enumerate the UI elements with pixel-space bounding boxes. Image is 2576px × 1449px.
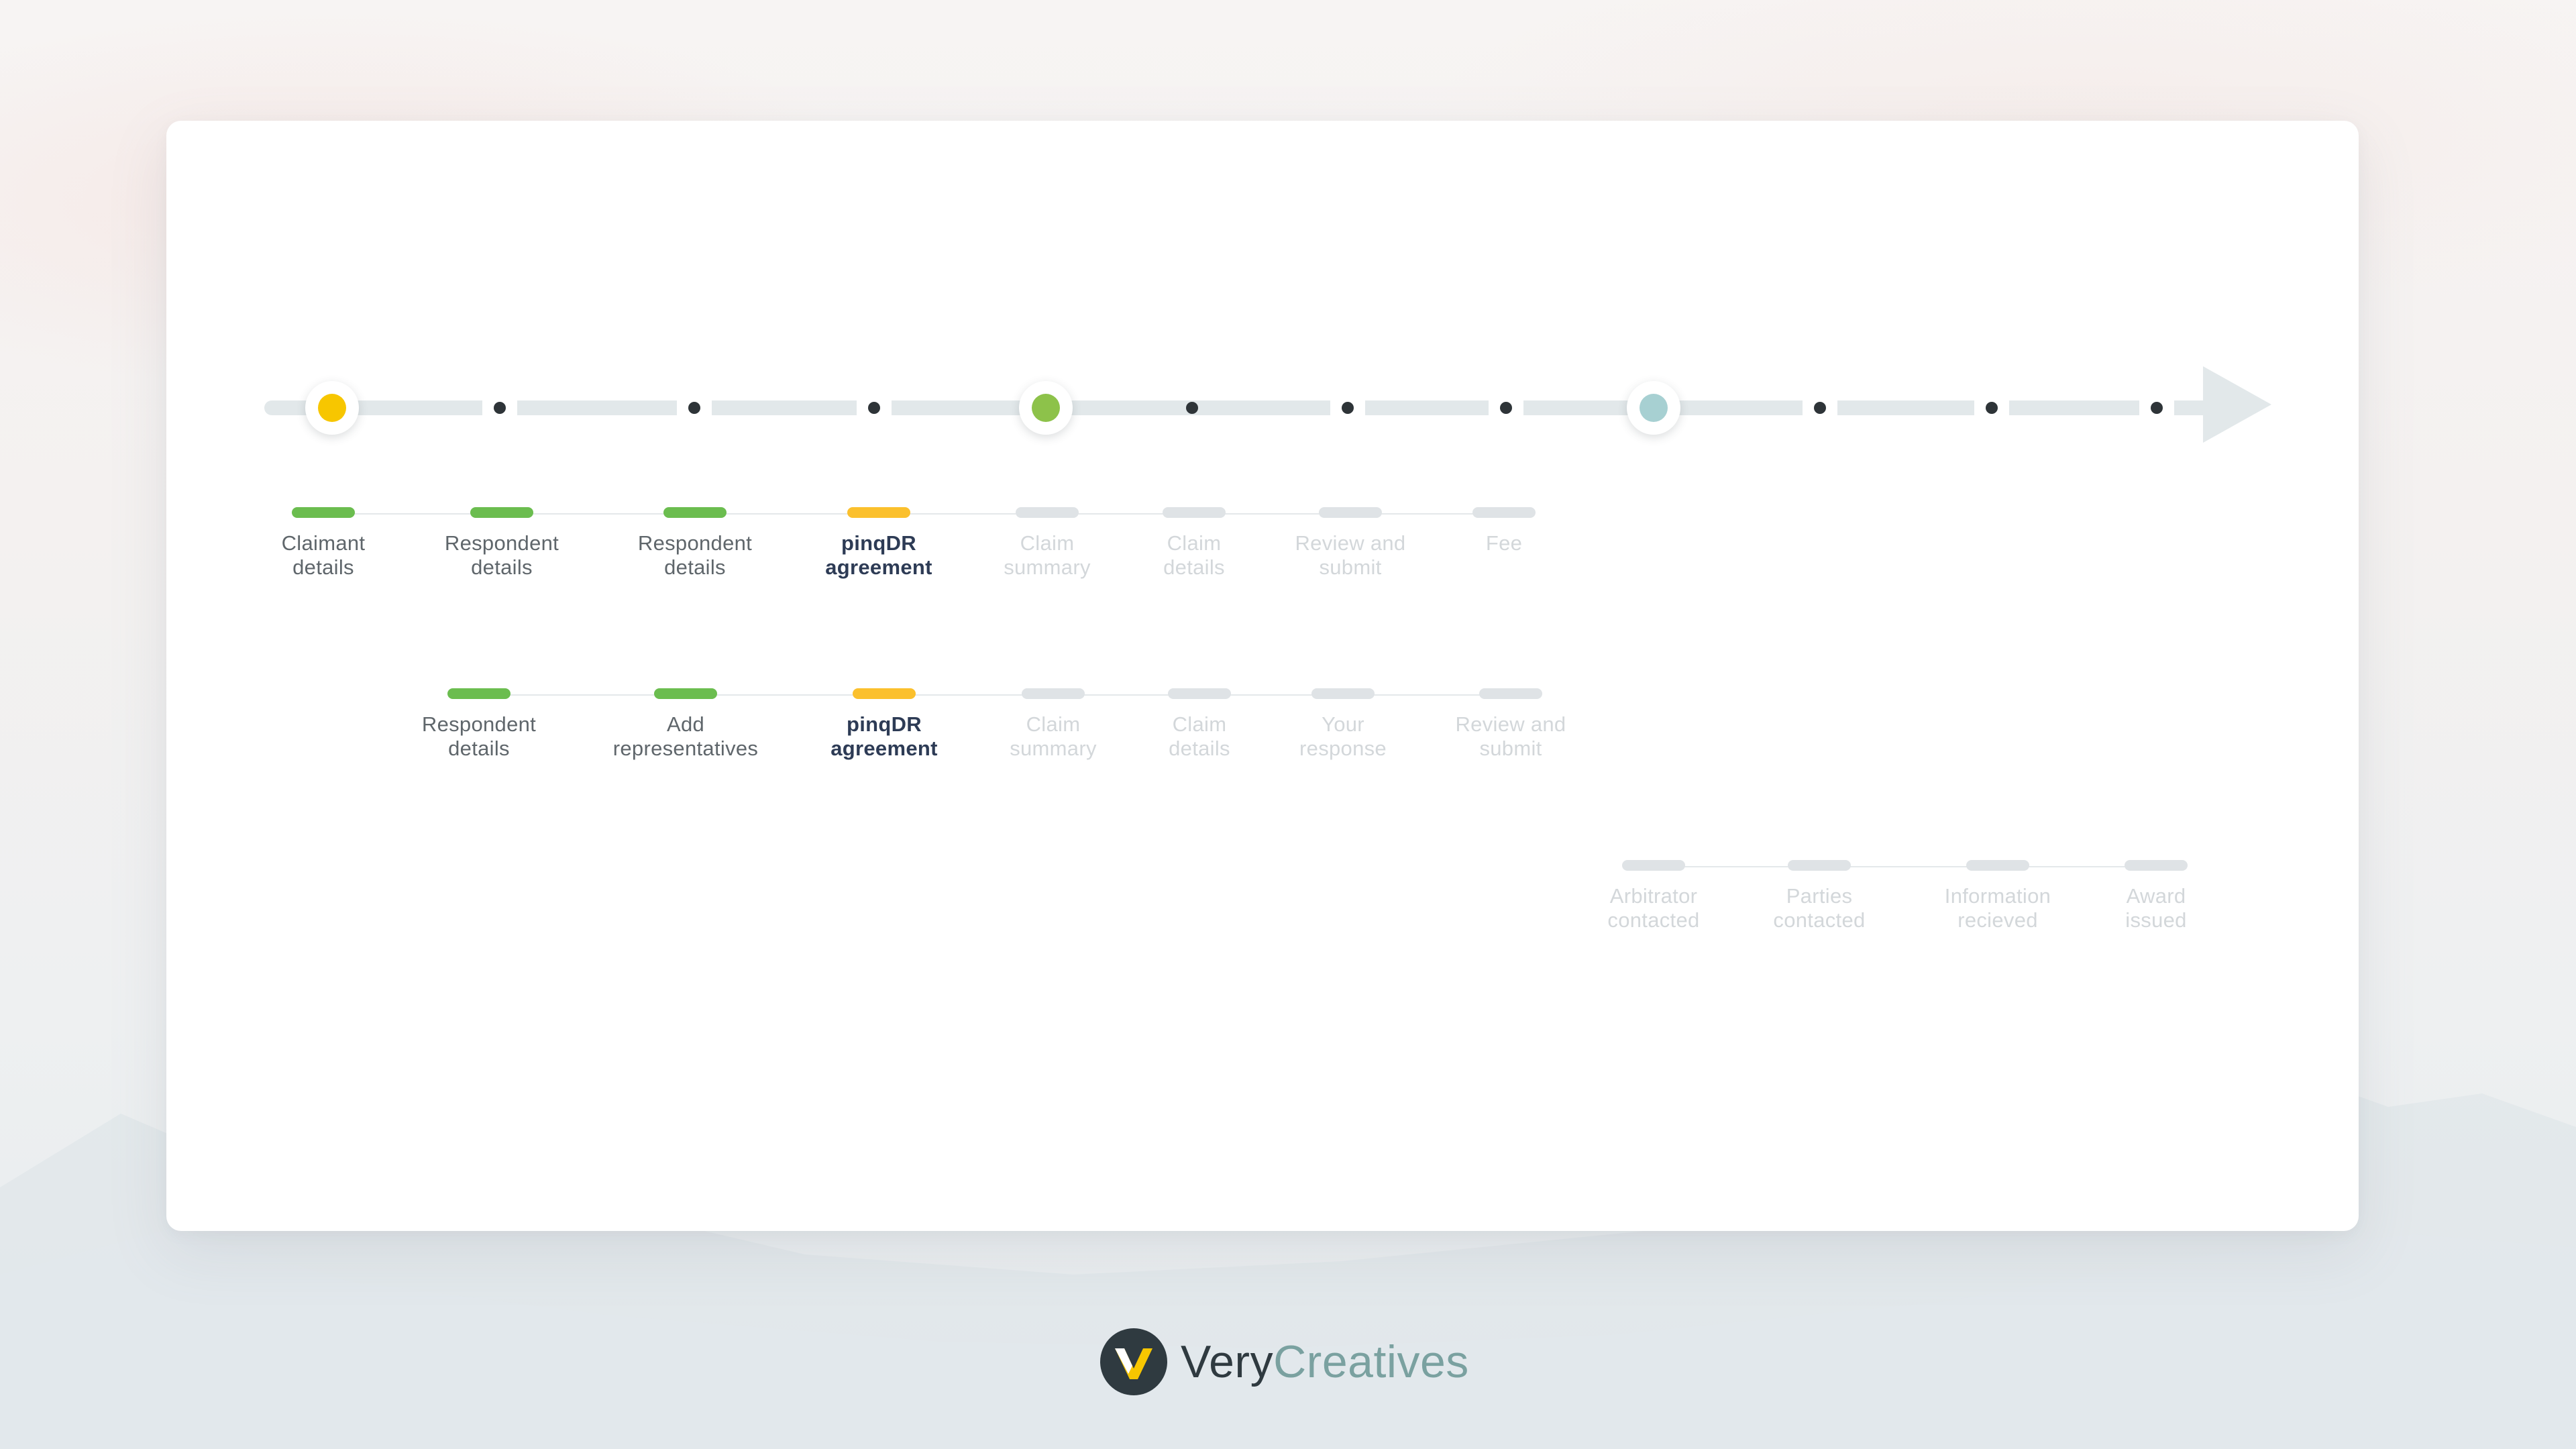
timeline-marker-yellow <box>305 381 359 435</box>
timeline-arrow-icon <box>2203 366 2271 443</box>
step-item: Claim summary <box>953 688 1154 761</box>
step-status-bar <box>1622 860 1685 871</box>
arbitration-steps: Arbitrator contacted Parties contacted Inf… <box>166 860 2359 967</box>
marker-core <box>1640 394 1668 422</box>
timeline-marker-teal <box>1627 381 1680 435</box>
step-connector <box>323 513 1504 515</box>
step-item: Review and submit <box>1410 688 1611 761</box>
step-item: Information recieved <box>1897 860 2098 932</box>
step-status-bar <box>2125 860 2188 871</box>
timeline-dot <box>868 402 880 414</box>
timeline-dot <box>2151 402 2163 414</box>
step-status-bar <box>847 507 910 518</box>
step-status-bar <box>1788 860 1851 871</box>
brand-name: VeryCreatives <box>1181 1327 1469 1397</box>
step-item: Award issued <box>2055 860 2257 932</box>
brand-name-part1: Very <box>1181 1336 1274 1387</box>
step-label: Information recieved <box>1944 884 2051 932</box>
step-status-bar <box>292 507 355 518</box>
background-mountains <box>0 1073 2576 1449</box>
step-label: pinqDR agreement <box>825 531 932 579</box>
step-item: Claim details <box>1093 507 1295 580</box>
step-label: Review and submit <box>1455 712 1566 760</box>
step-label: Claim summary <box>1010 712 1097 760</box>
step-label: Fee <box>1485 531 1523 555</box>
step-label: Claim details <box>1163 531 1225 579</box>
claimant-steps: Claimant details Respondent details Respon… <box>166 507 2359 614</box>
step-item: Claim details <box>1099 688 1300 761</box>
step-item: Respondent details <box>378 688 580 761</box>
brand-logo: VeryCreatives <box>1099 1327 1469 1397</box>
step-status-bar <box>853 688 916 699</box>
step-label: Claim details <box>1169 712 1230 760</box>
timeline-dot <box>494 402 506 414</box>
step-status-bar <box>1163 507 1226 518</box>
timeline-dot <box>1986 402 1998 414</box>
step-label: Claimant details <box>281 531 366 579</box>
step-label: Add representatives <box>612 712 759 760</box>
step-item: Respondent details <box>594 507 796 580</box>
step-connector <box>1654 866 2156 867</box>
step-status-bar <box>1311 688 1375 699</box>
step-status-bar <box>1472 507 1536 518</box>
timeline-dot <box>688 402 700 414</box>
v-logo-icon <box>1100 1328 1167 1395</box>
step-item: Fee <box>1403 507 1605 555</box>
timeline-track <box>264 400 2250 415</box>
step-status-bar <box>663 507 727 518</box>
step-label: pinqDR agreement <box>830 712 938 760</box>
step-status-bar <box>1016 507 1079 518</box>
step-label: Claim summary <box>1004 531 1091 579</box>
step-label: Arbitrator contacted <box>1607 884 1700 932</box>
step-item: Review and submit <box>1250 507 1451 580</box>
step-item: Add representatives <box>585 688 786 761</box>
marker-core <box>318 394 346 422</box>
step-item: pinqDR agreement <box>778 507 979 580</box>
step-label: Review and submit <box>1295 531 1406 579</box>
step-status-bar <box>1168 688 1231 699</box>
step-label: Parties contacted <box>1773 884 1866 932</box>
step-item: Respondent details <box>401 507 602 580</box>
timeline <box>166 121 2359 496</box>
timeline-marker-green <box>1019 381 1073 435</box>
step-label: Award issued <box>2125 884 2187 932</box>
step-item: pinqDR agreement <box>784 688 985 761</box>
step-item: Your response <box>1242 688 1444 761</box>
step-status-bar <box>1966 860 2029 871</box>
step-item: Claimant details <box>223 507 424 580</box>
step-status-bar <box>654 688 717 699</box>
respondent-steps: Respondent details Add representatives pin… <box>166 688 2359 796</box>
timeline-dot <box>1814 402 1826 414</box>
step-item: Claim summary <box>947 507 1148 580</box>
step-status-bar <box>447 688 511 699</box>
step-item: Parties contacted <box>1719 860 1920 932</box>
marker-core <box>1032 394 1060 422</box>
step-label: Your response <box>1299 712 1387 760</box>
step-item: Arbitrator contacted <box>1553 860 1754 932</box>
step-status-bar <box>470 507 533 518</box>
step-label: Respondent details <box>637 531 753 579</box>
timeline-dot <box>1500 402 1512 414</box>
step-connector <box>479 694 1511 696</box>
timeline-dot <box>1342 402 1354 414</box>
step-status-bar <box>1479 688 1542 699</box>
step-status-bar <box>1022 688 1085 699</box>
step-label: Respondent details <box>444 531 559 579</box>
step-status-bar <box>1319 507 1382 518</box>
timeline-dot <box>1186 402 1198 414</box>
brand-name-part2: Creatives <box>1273 1336 1469 1387</box>
step-label: Respondent details <box>421 712 537 760</box>
